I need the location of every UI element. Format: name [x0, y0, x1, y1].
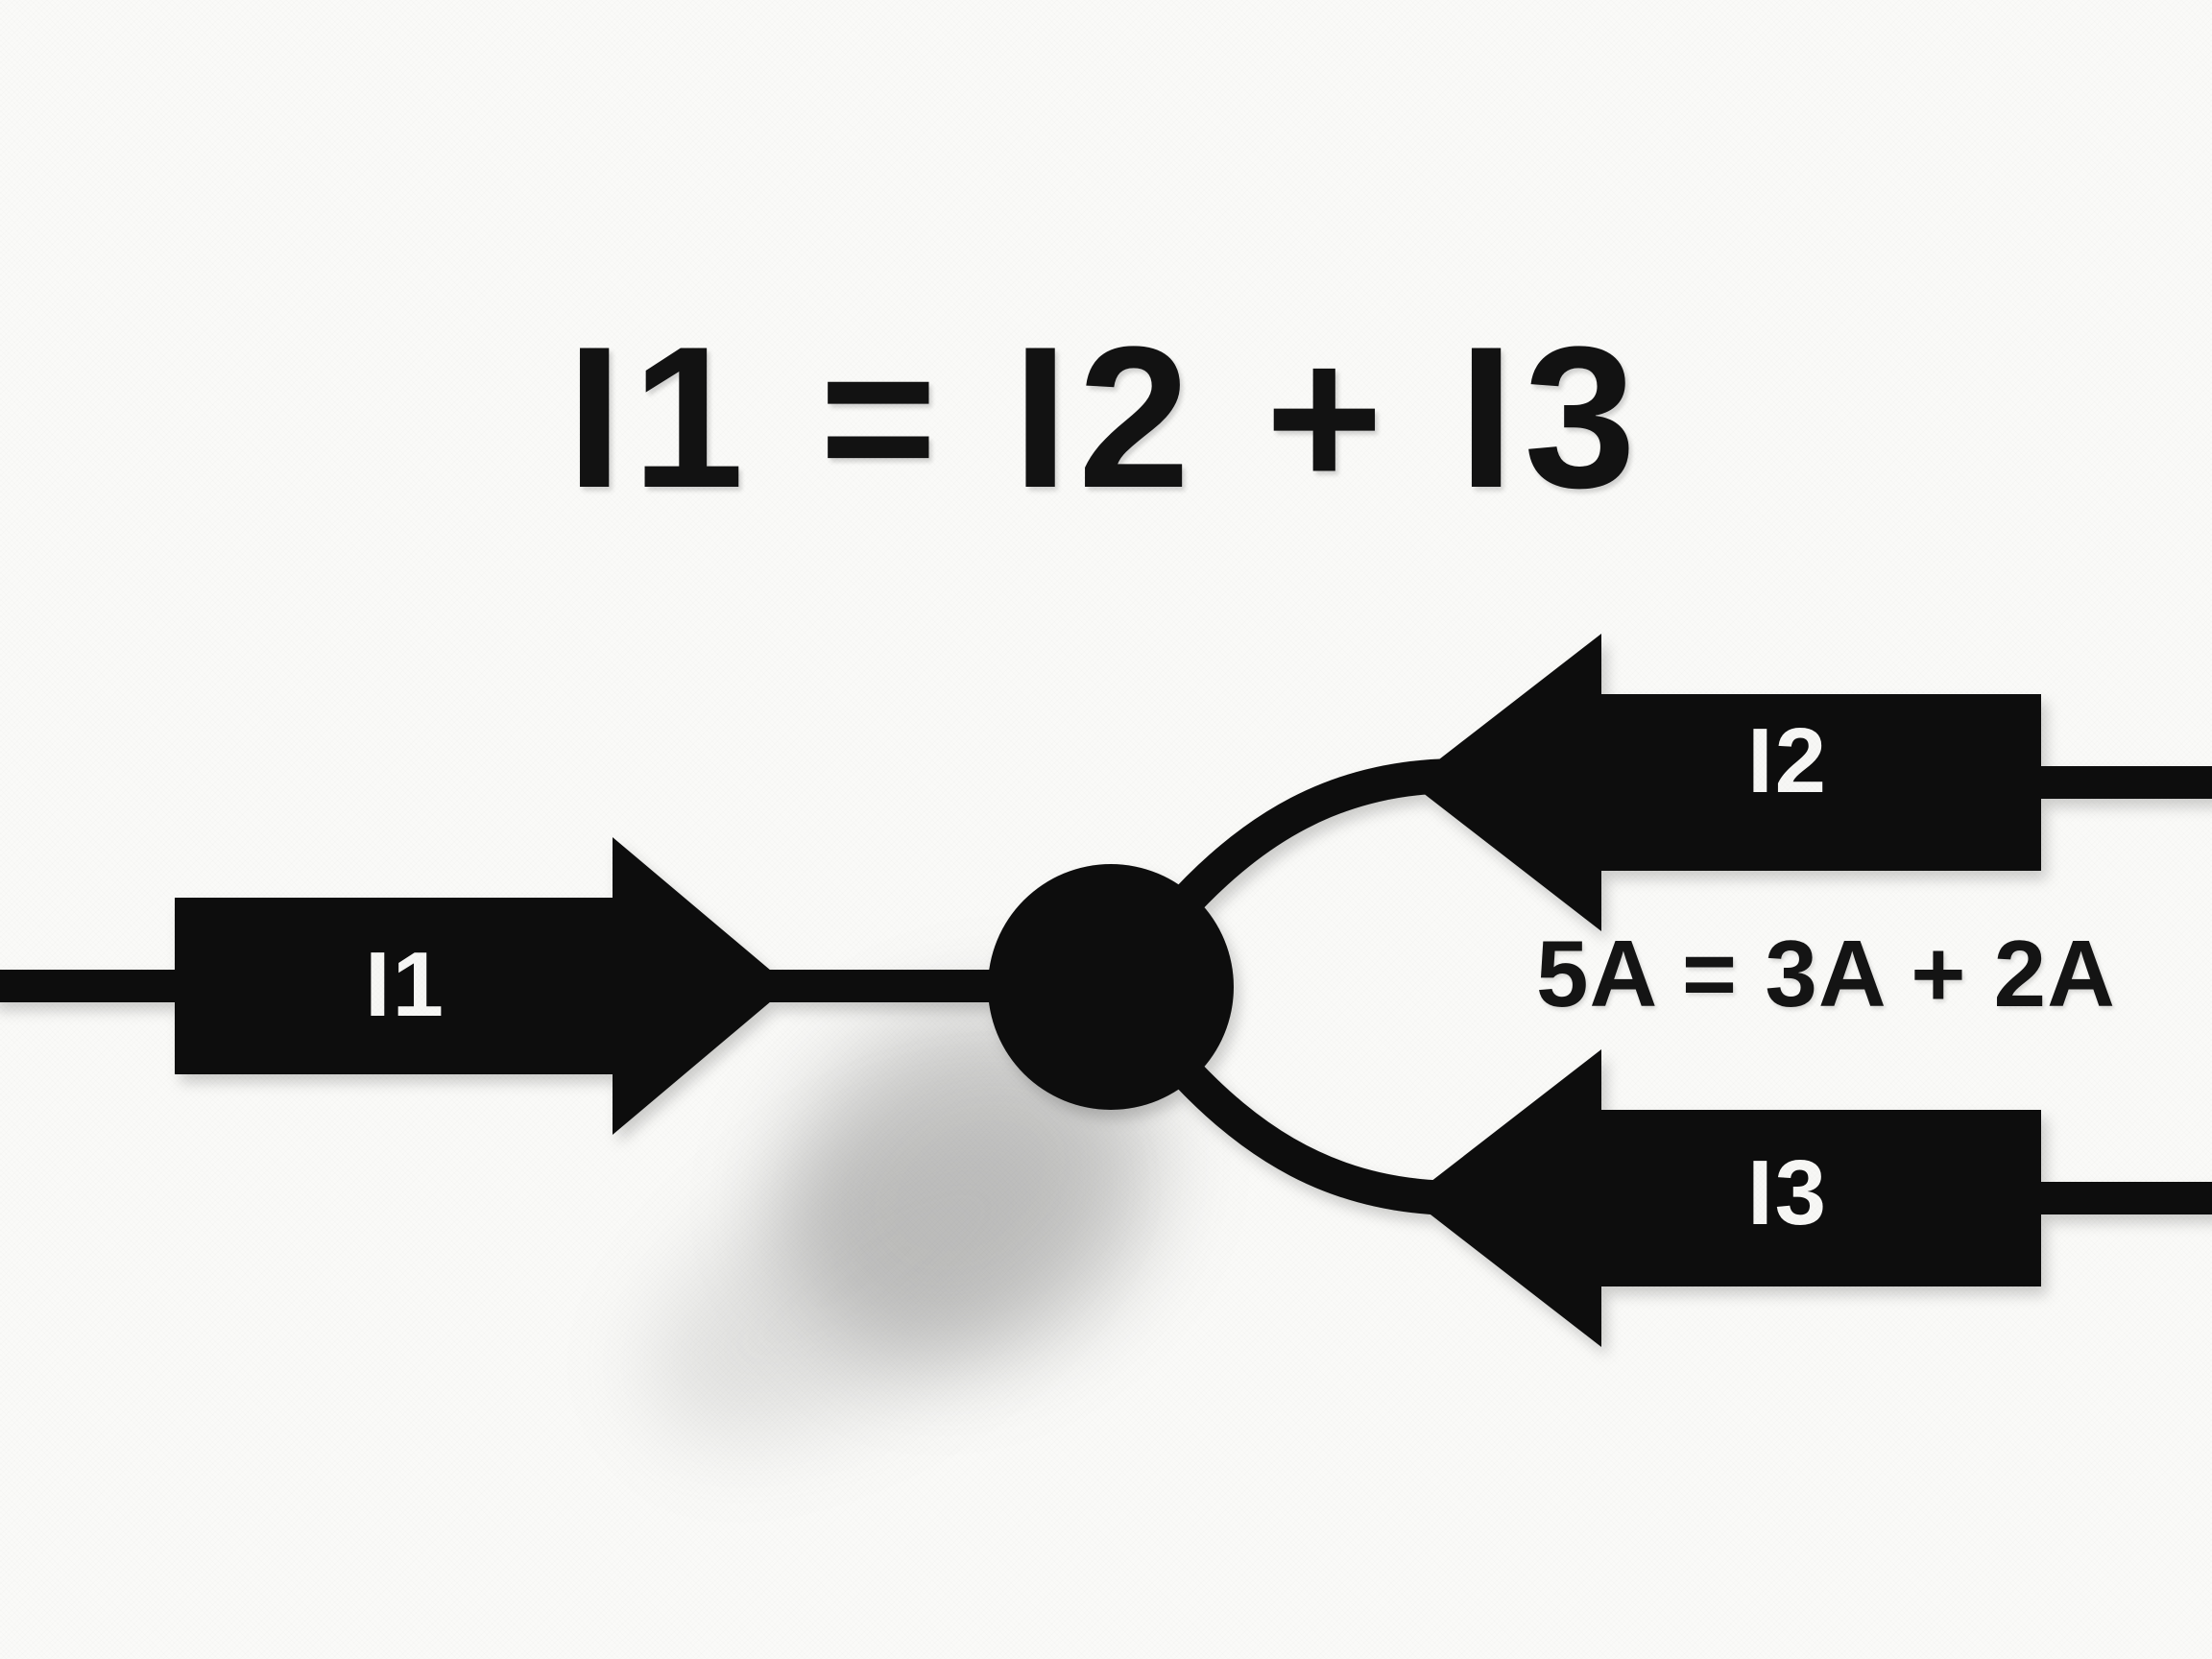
arrow-i1 [175, 837, 789, 1135]
numeric-equation: 5A = 3A + 2A [1536, 921, 2116, 1026]
wire-i1-inlet [0, 970, 182, 1002]
page-title: I1 = I2 + I3 [565, 304, 1647, 530]
current-node [988, 864, 1234, 1110]
arrow-label-i3: I3 [1747, 1142, 1829, 1244]
wire-i3-outlet [2026, 1182, 2212, 1214]
arrow-i3 [1409, 1049, 2041, 1347]
arrow-i2 [1409, 634, 2041, 931]
wire-i2-outlet [2026, 766, 2212, 799]
arrow-label-i2: I2 [1747, 709, 1829, 812]
arrow-label-i1: I1 [365, 933, 446, 1036]
